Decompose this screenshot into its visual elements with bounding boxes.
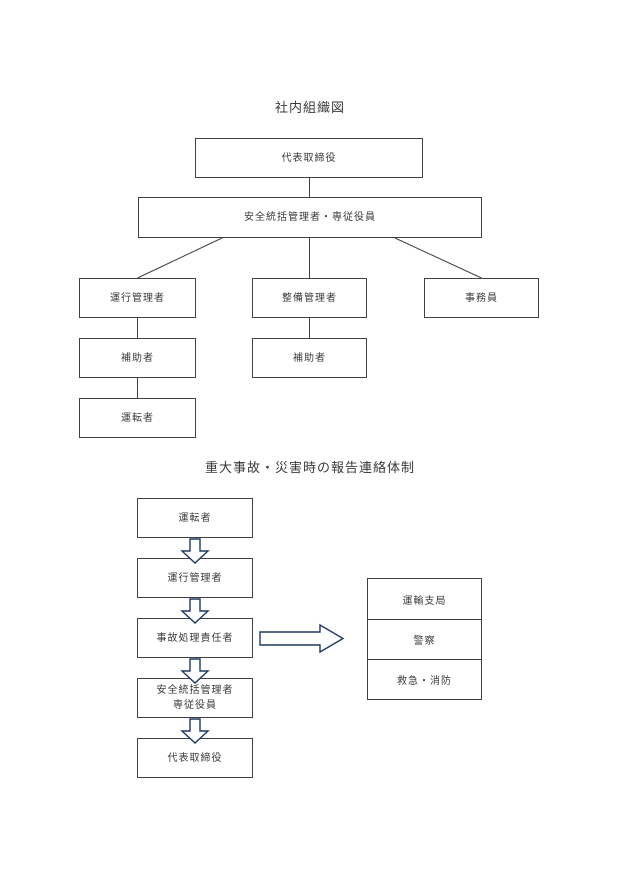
flow-box-label: 事故処理責任者 — [156, 632, 234, 644]
contact-row-police: 警察 — [368, 619, 481, 659]
flow-box-label: 代表取締役 — [167, 752, 223, 764]
flow-box-representative-director: 代表取締役 — [137, 738, 253, 778]
contact-row-emergency-fire: 救急・消防 — [368, 659, 481, 699]
flow-box-safety-supervisor: 安全統括管理者 専従役員 — [137, 678, 253, 718]
flow-box-label: 運転者 — [178, 512, 212, 524]
org-box-label: 事務員 — [465, 292, 498, 304]
flow-box-operation-manager: 運行管理者 — [137, 558, 253, 598]
flow-box-accident-response-manager: 事故処理責任者 — [137, 618, 253, 658]
org-box-representative-director: 代表取締役 — [195, 138, 423, 178]
contact-label: 救急・消防 — [397, 676, 452, 687]
connector-line — [137, 237, 223, 279]
contact-label: 運輸支局 — [402, 595, 447, 607]
emergency-contacts-box: 運輸支局 警察 救急・消防 — [367, 578, 482, 700]
org-box-label: 安全統括管理者・専従役員 — [244, 212, 376, 223]
flow-box-label-line2: 専従役員 — [173, 700, 217, 711]
contact-row-transport-branch: 運輸支局 — [368, 579, 481, 619]
org-box-assistant-operations: 補助者 — [79, 338, 196, 378]
org-box-assistant-maintenance: 補助者 — [252, 338, 367, 378]
org-box-safety-supervisor: 安全統括管理者・専従役員 — [138, 197, 482, 238]
flow-box-label: 安全統括管理者 — [156, 685, 234, 696]
org-box-label: 代表取締役 — [281, 152, 337, 164]
org-box-driver: 運転者 — [79, 398, 196, 438]
org-box-maintenance-manager: 整備管理者 — [252, 278, 367, 318]
contact-label: 警察 — [413, 636, 436, 647]
report-chart-title: 重大事故・災害時の報告連絡体制 — [204, 460, 415, 475]
org-box-label: 運転者 — [121, 412, 154, 424]
right-arrow-icon — [259, 623, 345, 654]
flow-box-label: 運行管理者 — [167, 572, 223, 584]
org-chart-title: 社内組織図 — [274, 100, 345, 115]
org-box-operation-manager: 運行管理者 — [79, 278, 196, 318]
org-box-label: 運行管理者 — [110, 292, 165, 304]
org-box-label: 整備管理者 — [282, 292, 337, 304]
org-box-clerk: 事務員 — [424, 278, 539, 318]
org-box-label: 補助者 — [293, 352, 326, 364]
connector-line — [394, 237, 482, 279]
org-box-label: 補助者 — [121, 352, 154, 364]
flow-box-driver: 運転者 — [137, 498, 253, 538]
